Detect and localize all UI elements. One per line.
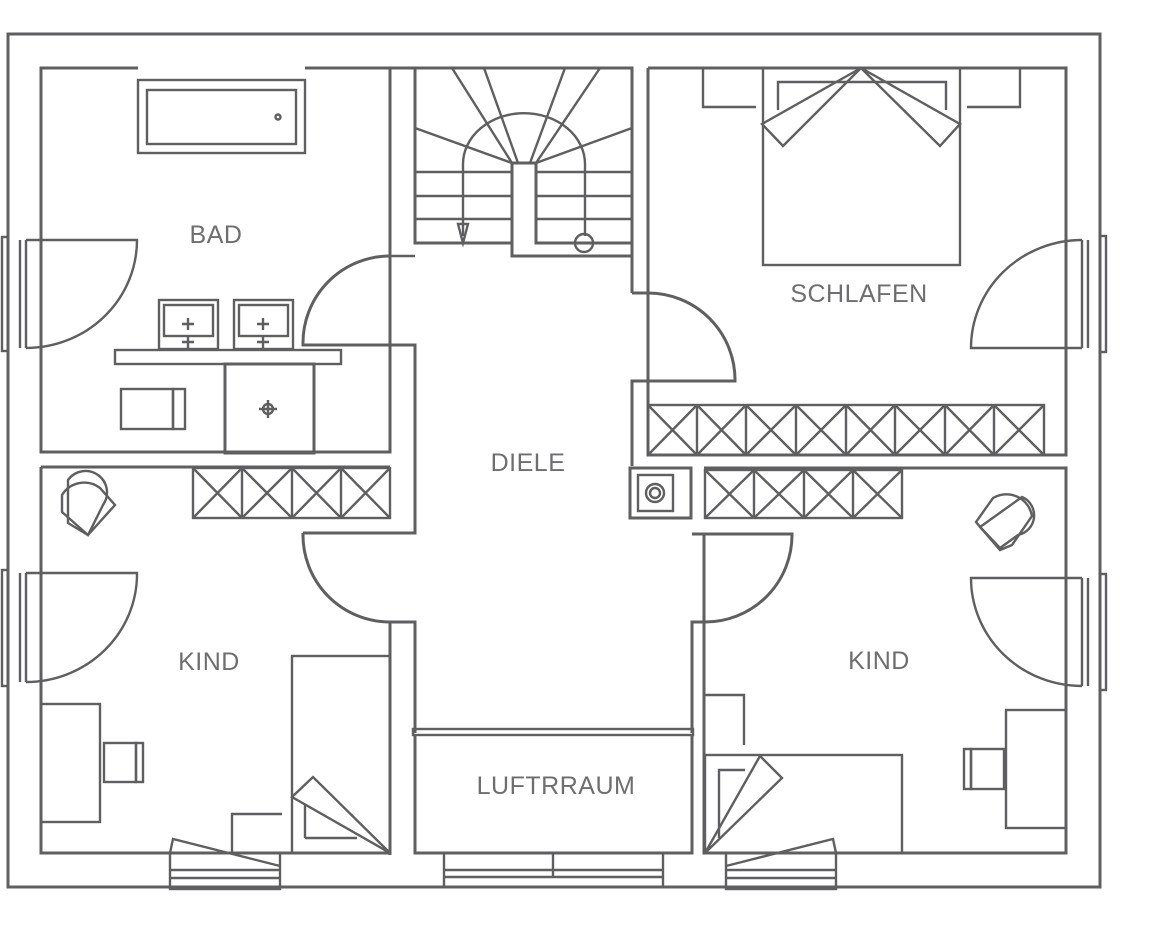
chair-right <box>962 747 1006 791</box>
nightstand-right <box>967 68 1022 109</box>
bed-left <box>230 654 392 855</box>
chimney <box>628 466 693 520</box>
label-kind-left: KIND <box>178 648 240 676</box>
label-diele: DIELE <box>491 449 566 477</box>
shower <box>223 362 316 455</box>
desk-right <box>1004 708 1068 830</box>
lamp-right <box>974 493 1036 552</box>
room-diele: DIELE <box>301 68 794 855</box>
desk-left <box>39 702 102 824</box>
double-bed <box>760 66 962 267</box>
wardrobe-kind-left <box>191 466 392 520</box>
bathtub <box>136 78 307 155</box>
room-schlafen: SCHLAFEN <box>646 66 1108 457</box>
window-kind-right-bottom <box>724 837 838 891</box>
wardrobe-kind-right <box>703 468 904 520</box>
double-sink <box>113 298 343 366</box>
window-kind-right <box>969 572 1108 692</box>
room-kind-right: KIND <box>702 466 1108 891</box>
wardrobe-schlafen <box>646 403 1046 457</box>
window-bad <box>0 235 139 353</box>
label-schlafen: SCHLAFEN <box>790 280 927 308</box>
lamp-left <box>60 469 117 537</box>
toilet <box>119 387 187 431</box>
label-bad: BAD <box>190 221 243 249</box>
bed-right <box>703 693 904 855</box>
nightstand-left <box>701 68 756 109</box>
label-kind-right: KIND <box>848 647 910 675</box>
chair-left <box>102 741 145 784</box>
window-schlafen <box>969 234 1108 354</box>
window-kind-left-bottom <box>168 837 282 891</box>
label-luftraum: LUFTRRAUM <box>477 772 636 800</box>
room-kind-left: KIND <box>0 465 392 891</box>
staircase <box>390 66 634 293</box>
window-luftraum <box>442 851 665 889</box>
window-kind-left <box>0 568 139 688</box>
room-luftraum: LUFTRRAUM <box>411 727 695 889</box>
room-bad: BAD <box>0 66 392 455</box>
